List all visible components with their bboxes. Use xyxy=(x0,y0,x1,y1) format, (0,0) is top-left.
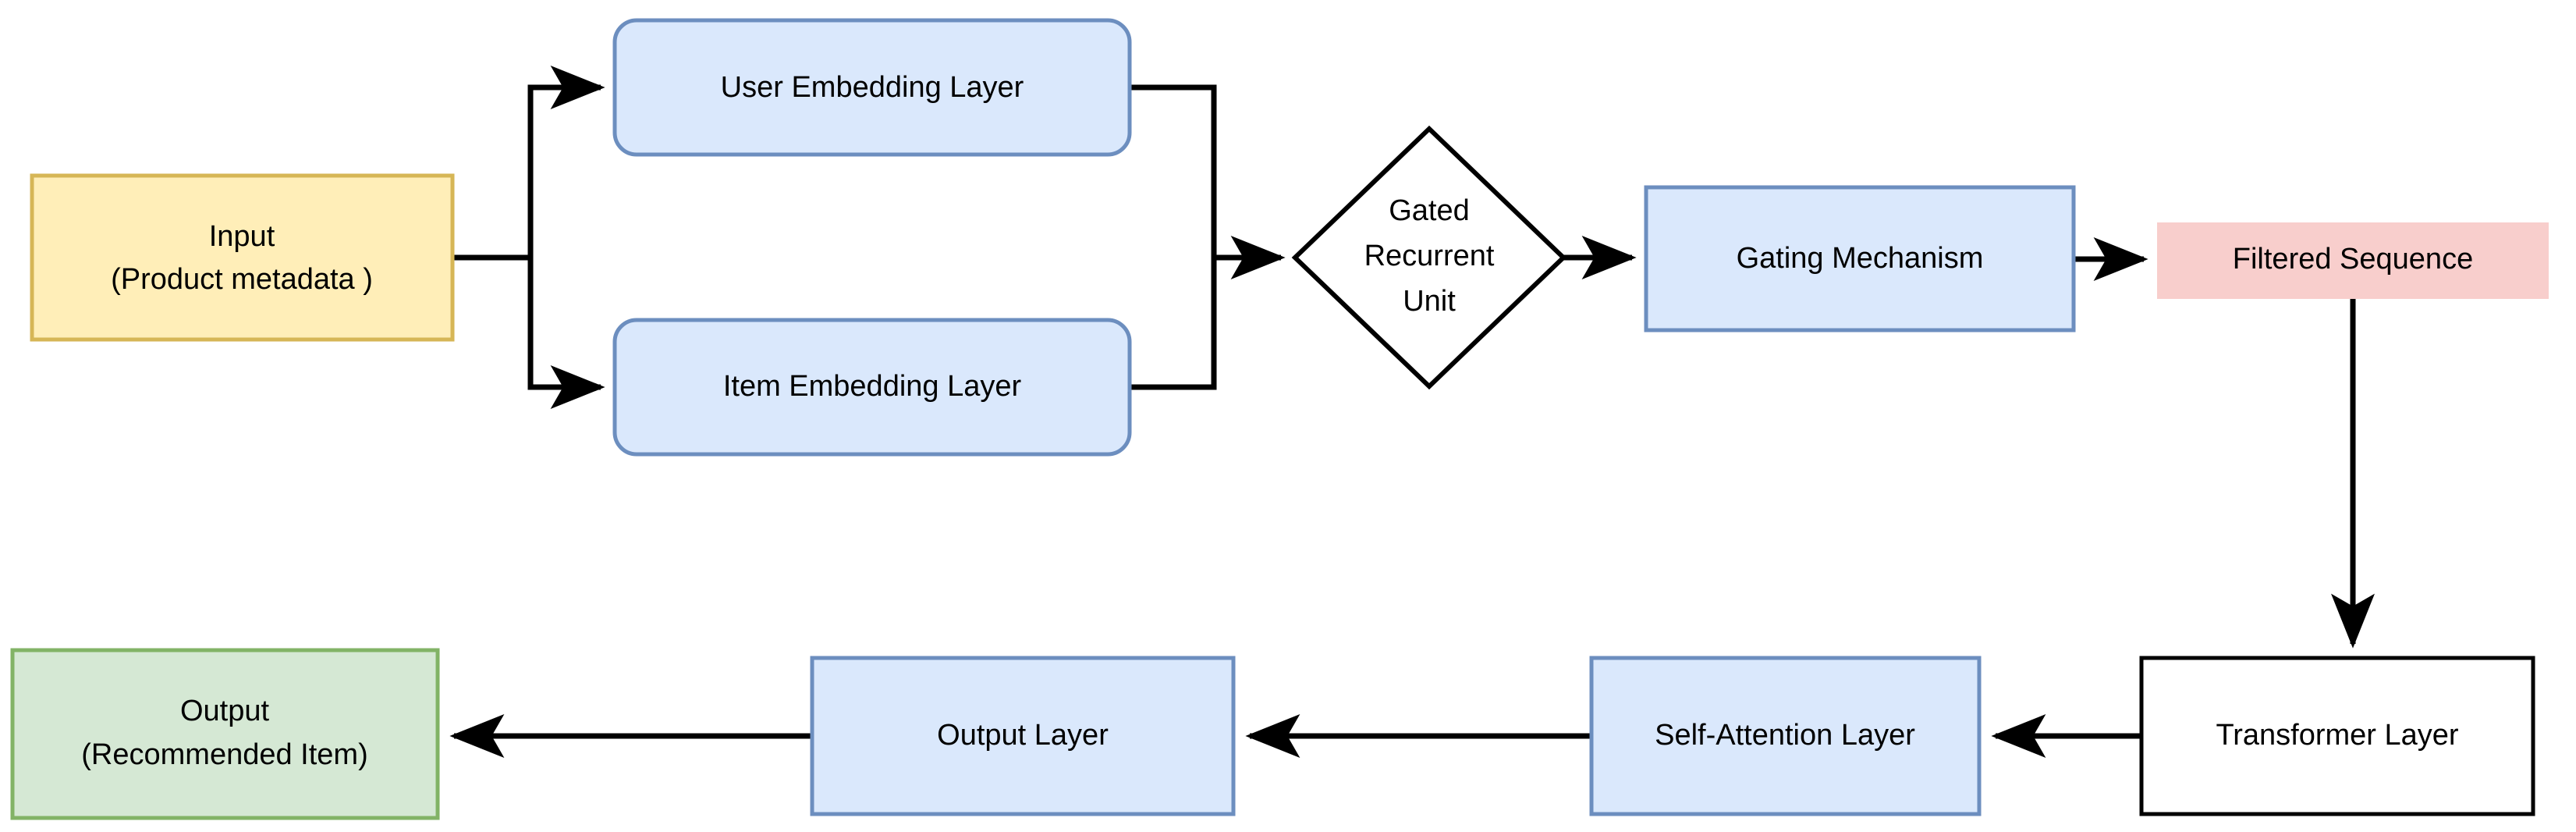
input-node[interactable]: Input (Product metadata ) xyxy=(30,173,455,342)
output-node[interactable]: Output (Recommended Item) xyxy=(10,648,440,820)
user-embedding-layer-shape xyxy=(612,18,1132,157)
item-embedding-layer-node[interactable]: Item Embedding Layer xyxy=(612,318,1132,457)
filtered-sequence-node[interactable]: Filtered Sequence xyxy=(2157,222,2549,299)
gated-recurrent-unit-shape xyxy=(1291,125,1567,390)
output-node-label-line2: (Recommended Item) xyxy=(81,738,367,771)
gating-mechanism-node[interactable]: Gating Mechanism xyxy=(1644,185,2076,332)
self-attention-layer-node[interactable]: Self-Attention Layer xyxy=(1589,656,1982,816)
gating-mechanism-label: Gating Mechanism xyxy=(1737,242,1984,275)
edge-user-embedding-to-gru xyxy=(1130,84,1286,279)
gating-mechanism-shape xyxy=(1644,185,2076,332)
input-node-label-line2: (Product metadata ) xyxy=(111,263,373,296)
gated-recurrent-unit-label-line1: Gated xyxy=(1389,194,1470,227)
input-node-shape xyxy=(30,173,455,342)
self-attention-layer-shape xyxy=(1589,656,1982,816)
gated-recurrent-unit-label-line2: Recurrent xyxy=(1364,240,1495,272)
gated-recurrent-unit-label-line3: Unit xyxy=(1403,285,1456,318)
user-embedding-layer-label: User Embedding Layer xyxy=(721,71,1024,104)
self-attention-layer-label: Self-Attention Layer xyxy=(1655,719,1915,752)
output-layer-label: Output Layer xyxy=(937,719,1109,752)
filtered-sequence-label: Filtered Sequence xyxy=(2233,243,2473,276)
edge-input-to-user-embedding xyxy=(452,66,605,261)
item-embedding-layer-label: Item Embedding Layer xyxy=(723,370,1022,403)
edge-input-to-item-embedding xyxy=(527,258,605,409)
output-node-shape xyxy=(10,648,440,820)
filtered-sequence-shape xyxy=(2157,222,2549,299)
item-embedding-layer-shape xyxy=(612,318,1132,457)
edge-item-embedding-to-gru xyxy=(1130,258,1217,390)
input-node-label-line1: Input xyxy=(209,220,275,253)
transformer-layer-label: Transformer Layer xyxy=(2216,719,2458,752)
transformer-layer-shape xyxy=(2139,656,2535,816)
user-embedding-layer-node[interactable]: User Embedding Layer xyxy=(612,18,1132,157)
transformer-layer-node[interactable]: Transformer Layer xyxy=(2139,656,2535,816)
gated-recurrent-unit-node[interactable]: Gated Recurrent Unit xyxy=(1291,125,1567,390)
output-node-label-line1: Output xyxy=(180,695,270,727)
output-layer-node[interactable]: Output Layer xyxy=(810,656,1236,816)
output-layer-shape xyxy=(810,656,1236,816)
